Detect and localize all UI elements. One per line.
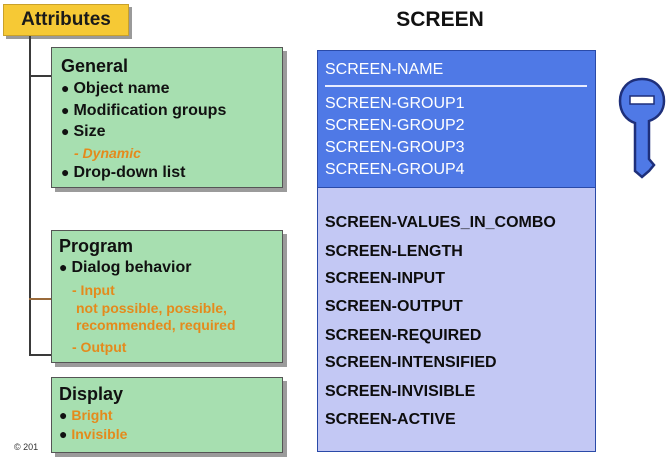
general-item-modification-groups: ●Modification groups	[61, 102, 226, 120]
copyright-text: © 201	[14, 442, 39, 452]
screen-field-length: SCREEN-LENGTH	[325, 243, 463, 260]
screen-field-group1: SCREEN-GROUP1	[325, 95, 465, 112]
input-values-line-2: recommended, required	[76, 317, 236, 333]
key-icon	[618, 77, 666, 179]
bullet-icon: ●	[61, 164, 70, 180]
screen-name-divider	[325, 85, 587, 87]
screen-field-name: SCREEN-NAME	[325, 61, 444, 78]
screen-attribute-fields-panel	[317, 188, 596, 452]
general-box	[51, 47, 283, 188]
general-item-size: ●Size	[61, 123, 105, 141]
screen-field-values-in-combo: SCREEN-VALUES_IN_COMBO	[325, 214, 556, 231]
screen-field-group4: SCREEN-GROUP4	[325, 161, 465, 178]
attributes-title: Attributes	[21, 9, 111, 30]
input-values-line-1: not possible, possible,	[76, 300, 227, 316]
display-item-bright: ● Bright	[59, 407, 113, 423]
program-title: Program	[59, 236, 134, 256]
bullet-icon: ●	[61, 80, 70, 96]
bullet-icon: ●	[59, 426, 72, 442]
display-item-invisible: ● Invisible	[59, 426, 127, 442]
screen-field-required: SCREEN-REQUIRED	[325, 327, 482, 344]
display-item-label: Invisible	[71, 426, 128, 442]
tree-branch-program	[29, 298, 51, 300]
screen-field-output: SCREEN-OUTPUT	[325, 298, 463, 315]
general-item-label: Object name	[73, 80, 170, 97]
bullet-icon: ●	[59, 407, 72, 423]
program-item-label: Dialog behavior	[71, 259, 192, 276]
general-item-object-name: ●Object name	[61, 80, 170, 98]
size-dynamic-label: - Dynamic	[74, 145, 141, 161]
general-item-label: Size	[73, 123, 106, 140]
bullet-icon: ●	[59, 259, 68, 275]
general-item-label: Drop-down list	[73, 164, 186, 181]
screen-field-input: SCREEN-INPUT	[325, 270, 446, 287]
bullet-icon: ●	[61, 123, 70, 139]
program-box	[51, 230, 283, 363]
general-item-label: Modification groups	[73, 102, 227, 119]
attributes-header: Attributes	[3, 4, 129, 36]
display-item-label: Bright	[71, 407, 113, 423]
display-title: Display	[59, 384, 124, 404]
program-item-dialog-behavior: ●Dialog behavior	[59, 259, 192, 277]
tree-branch-bottom	[29, 354, 51, 356]
screen-field-invisible: SCREEN-INVISIBLE	[325, 383, 476, 400]
bullet-icon: ●	[61, 102, 70, 118]
general-item-drop-down-list: ●Drop-down list	[61, 164, 185, 182]
tree-branch-general	[29, 75, 51, 77]
input-label: - Input	[72, 282, 115, 298]
screen-field-intensified: SCREEN-INTENSIFIED	[325, 354, 497, 371]
screen-key-fields-panel	[317, 50, 596, 188]
display-box	[51, 377, 283, 453]
general-title: General	[61, 56, 129, 76]
screen-title: SCREEN	[396, 8, 484, 31]
screen-field-group2: SCREEN-GROUP2	[325, 117, 465, 134]
screen-field-active: SCREEN-ACTIVE	[325, 411, 456, 428]
tree-trunk-line	[29, 36, 31, 356]
screen-field-group3: SCREEN-GROUP3	[325, 139, 465, 156]
output-label: - Output	[72, 339, 127, 355]
